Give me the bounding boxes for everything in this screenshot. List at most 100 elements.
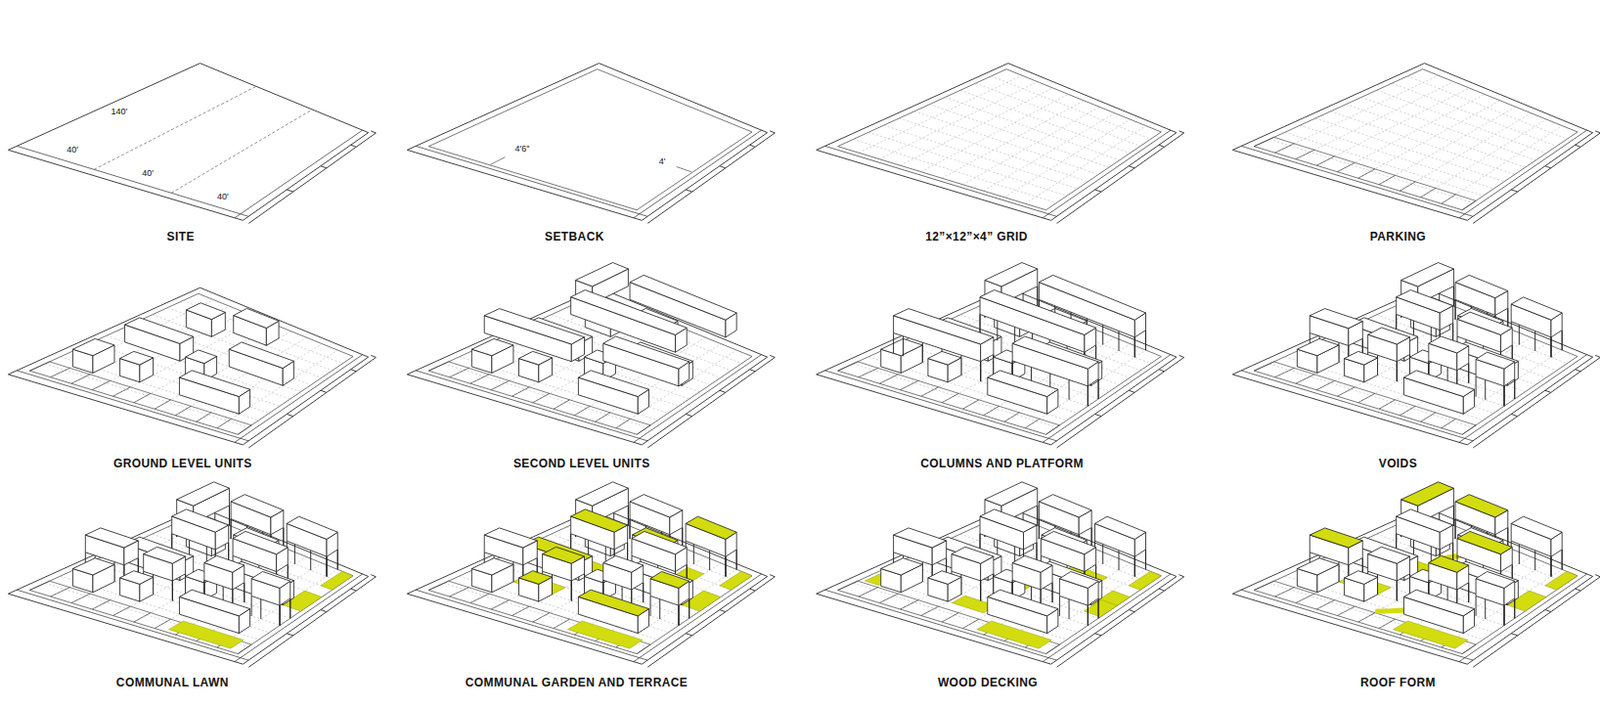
column [1453,286,1455,307]
curb-tick [1128,610,1135,613]
parking-stripe [1024,418,1040,428]
column [1134,556,1136,577]
column [1102,324,1104,345]
column [310,550,312,571]
unit-roof [251,571,291,588]
curb-tick [750,369,756,372]
panel-title: SETBACK [544,229,605,244]
panel-drawing [1232,263,1600,448]
panel-title: VOIDS [1378,456,1418,471]
grid-line [858,75,1023,153]
column [1098,379,1100,400]
column [693,543,695,564]
column [1550,337,1552,357]
column [979,361,981,382]
column [1059,595,1061,616]
column [1561,330,1563,351]
parking-stripe [1462,644,1476,654]
column [902,336,904,356]
site-outline [7,287,368,445]
setback-line [1253,293,1578,435]
column [337,549,339,570]
parking-stripe [879,593,898,603]
unit-roof [685,516,737,539]
column [1052,582,1054,603]
column [681,527,683,547]
column [251,595,253,616]
dimension-label: 40' [140,168,155,178]
site-outline [1232,287,1593,445]
setback-line [29,513,354,655]
unit-roof [1455,494,1509,518]
unit-roof [1401,263,1455,287]
curb-tick [1511,633,1517,636]
sidewalk-edge [234,574,363,663]
column [337,549,339,570]
column [922,342,924,362]
parking-stripe [1295,149,1315,159]
unit-roof [928,571,962,585]
column [228,505,230,526]
column [1504,605,1506,625]
parking-stripe [470,374,489,384]
parking-stripe [154,400,172,409]
unit-roof [1457,311,1512,335]
unit-roof [228,342,294,369]
panel-title: COLUMNS AND PLATFORM [920,456,1084,471]
parking-stripe [1253,361,1274,371]
sidewalk-edge [633,574,762,663]
leader-line [490,157,506,166]
parking-stripe [1295,593,1315,603]
curb-line [1595,575,1600,578]
column [1467,362,1469,383]
sidewalk-edge [234,130,363,219]
column [1098,598,1100,619]
column [1550,556,1552,577]
unit-roof [471,338,514,356]
parking-stripe [858,587,879,597]
column [1504,386,1506,406]
parking-stripe [237,425,252,435]
parking-stripe [858,367,879,377]
column [979,361,981,382]
column [979,580,981,601]
curb-line [1595,131,1600,134]
parking-stripe [595,412,611,422]
column [1507,308,1509,328]
parking-stripe [154,619,172,628]
column [1396,361,1398,382]
parking-stripe [91,600,110,610]
parking-stripe [1316,380,1334,390]
unit-roof [984,263,1038,287]
column [1036,286,1038,307]
unit-roof [1368,327,1411,345]
unit-roof [484,309,584,345]
grid-line [1024,126,1146,205]
column [642,582,644,603]
curb-tick [320,390,327,393]
curb-tick [351,369,356,372]
column [230,519,232,539]
unit-roof [603,555,644,573]
site-outline [816,507,1177,666]
column [681,527,683,547]
unit-roof [881,338,924,356]
grid-line [71,306,230,384]
dimension-label: 4' [658,156,667,167]
curb-tick [1575,588,1581,591]
curb-line [370,575,376,578]
unit-roof [571,509,628,533]
site-outline [406,507,767,666]
leader-line [676,166,692,172]
grid-line [1358,100,1501,178]
dimension-label: 140' [110,106,130,117]
parking-stripe [533,393,550,402]
curb-line [1179,355,1185,357]
column [996,320,998,341]
parking-stripe [1358,613,1376,623]
unit-roof [1475,571,1515,588]
grid-line [921,93,1069,172]
column [1396,361,1398,382]
column [650,595,652,616]
sidewalk-edge [16,145,249,217]
